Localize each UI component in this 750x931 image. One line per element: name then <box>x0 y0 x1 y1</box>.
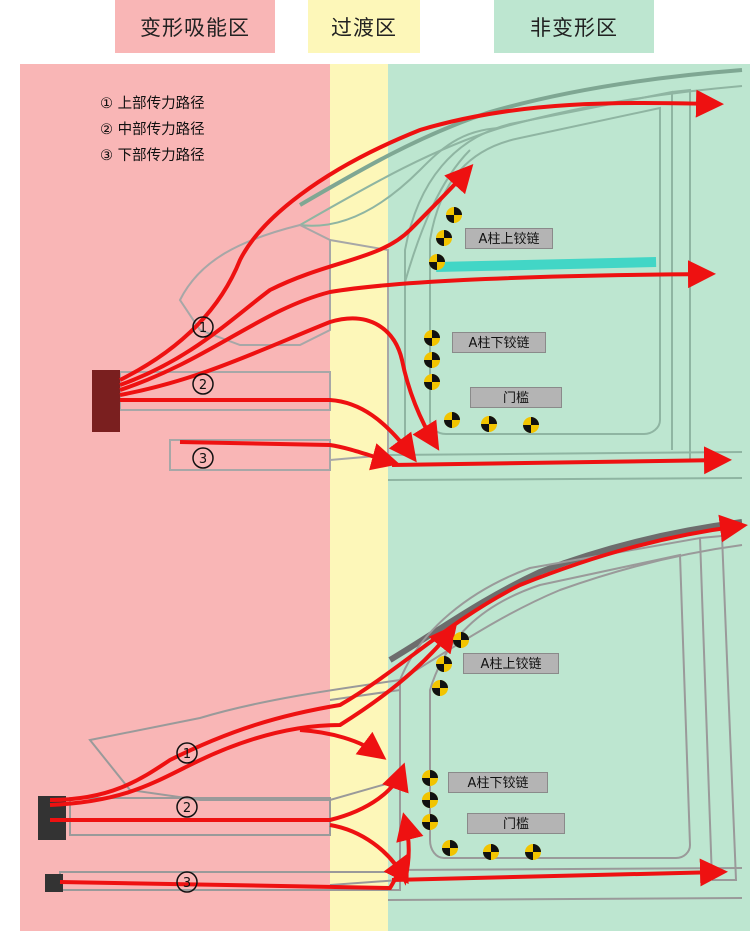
bottom-dummy-lower-1 <box>422 770 438 786</box>
bottom-marker-2: 2 <box>183 801 191 816</box>
bottom-arrow-a-pillar <box>49 623 457 807</box>
bottom-dummy-sill-1 <box>442 840 458 856</box>
top-marker-1-circle <box>192 316 214 338</box>
top-dummy-sill-3 <box>523 417 539 433</box>
legend-item-upper-path: ① 上部传力路径 <box>100 96 205 112</box>
top-dash-panel <box>329 239 389 461</box>
top-marker-3-circle <box>192 447 214 469</box>
bottom-arrow-sill <box>391 858 728 887</box>
bottom-body-structure <box>59 519 743 901</box>
top-load-arrows <box>119 89 732 475</box>
top-marker-2-circle <box>192 373 214 395</box>
legend-item-middle-path: ② 中部传力路径 <box>100 122 205 138</box>
top-arrow-hinge-lower <box>119 316 440 451</box>
bottom-dummy-sill-2 <box>483 844 499 860</box>
top-arrow-a-pillar <box>119 164 474 387</box>
bottom-marker-3-circle <box>176 871 198 893</box>
bottom-arrow-bottom <box>59 852 409 891</box>
top-marker-2: 2 <box>199 378 207 393</box>
top-dummy-lower-1 <box>424 330 440 346</box>
bottom-marker-1: 1 <box>183 747 191 762</box>
top-dummy-sill-2 <box>481 416 497 432</box>
top-dummy-markers <box>424 207 539 433</box>
top-arrow-sill <box>391 446 732 475</box>
bottom-lower-crash-box <box>45 874 63 892</box>
top-label-a-pillar-lower-hinge: A柱下铰链 <box>452 332 546 353</box>
top-lower-rail <box>169 439 331 471</box>
top-arrow-roof <box>119 89 724 382</box>
top-crash-box <box>92 370 120 432</box>
bottom-arrow-mid <box>50 762 409 822</box>
top-label-sill: 门槛 <box>470 387 562 408</box>
bottom-label-sill: 门槛 <box>467 813 565 834</box>
nondeform-zone-header: 非变形区 <box>494 0 654 53</box>
bottom-arrow-hinge <box>299 728 387 760</box>
top-marker-3: 3 <box>199 452 207 467</box>
bottom-label-a-pillar-lower-hinge: A柱下铰链 <box>448 772 548 793</box>
bottom-dummy-upper-2 <box>436 656 452 672</box>
bottom-dummy-markers <box>422 632 541 860</box>
bottom-label-a-pillar-upper-hinge: A柱上铰链 <box>463 653 559 674</box>
bottom-sill <box>387 867 743 901</box>
deform-zone-bg <box>20 64 330 931</box>
top-arrow-beltline <box>119 260 716 392</box>
legend-item-lower-path: ③ 下部传力路径 <box>100 148 205 164</box>
bottom-dummy-upper-1 <box>453 632 469 648</box>
bottom-path-markers: 1 2 3 <box>176 742 198 893</box>
top-dummy-upper-3 <box>429 254 445 270</box>
bottom-marker-1-circle <box>176 742 198 764</box>
top-dummy-lower-3 <box>424 374 440 390</box>
top-dummy-lower-2 <box>424 352 440 368</box>
load-path-legend: ① 上部传力路径 ② 中部传力路径 ③ 下部传力路径 <box>100 91 205 169</box>
top-dummy-upper-1 <box>446 207 462 223</box>
top-arrow-lower <box>179 440 400 471</box>
bottom-dummy-upper-3 <box>432 680 448 696</box>
deform-zone-header: 变形吸能区 <box>115 0 275 53</box>
top-dummy-sill-1 <box>444 412 460 428</box>
transition-zone-header: 过渡区 <box>308 0 420 53</box>
top-marker-1: 1 <box>199 321 207 336</box>
bottom-dummy-lower-2 <box>422 792 438 808</box>
bottom-front-rail <box>69 797 331 836</box>
bottom-load-arrows <box>49 514 748 891</box>
top-path-markers: 1 2 3 <box>192 316 214 469</box>
bottom-marker-2-circle <box>176 796 198 818</box>
bottom-marker-3: 3 <box>183 876 191 891</box>
top-label-a-pillar-upper-hinge: A柱上铰链 <box>465 228 553 249</box>
bottom-dummy-sill-3 <box>525 844 541 860</box>
top-arrow-mid <box>120 398 417 463</box>
bottom-door-frame-outer <box>399 536 713 881</box>
top-sill <box>387 451 743 481</box>
top-a-pillar <box>299 127 501 227</box>
top-cross-beam <box>436 257 657 272</box>
top-dummy-upper-2 <box>436 230 452 246</box>
bottom-dummy-lower-3 <box>422 814 438 830</box>
bottom-arrow-roof <box>49 514 748 802</box>
